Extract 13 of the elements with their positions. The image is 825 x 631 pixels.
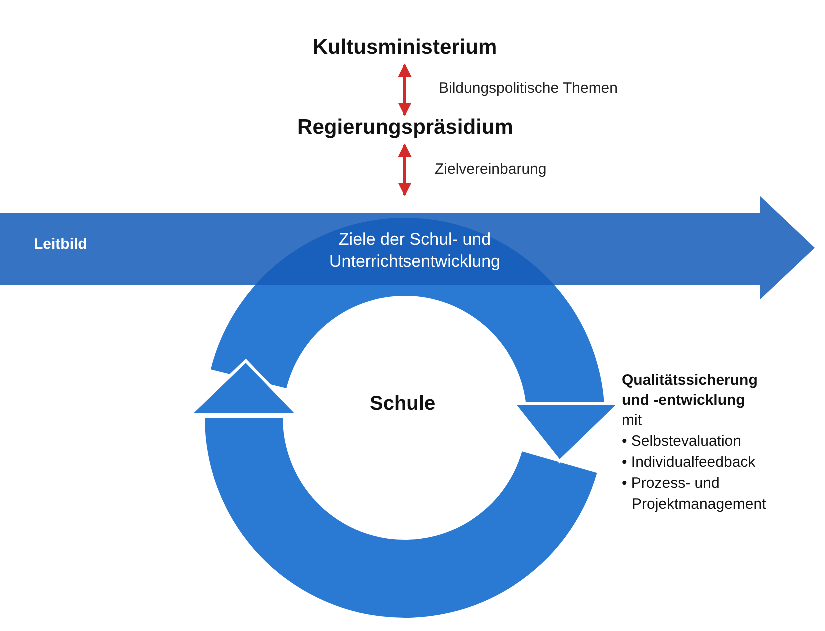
bullet-item: • Selbstevaluation [622, 432, 742, 452]
organization-label: Kultusministerium [312, 36, 498, 60]
intro-text: mit [622, 411, 643, 431]
band-label: Leitbild [34, 236, 88, 253]
edge-label: Zielvereinbarung [433, 161, 549, 178]
center-label: Schule [370, 393, 436, 416]
bullet-item: • Individualfeedback [622, 453, 757, 473]
double-arrow [398, 64, 412, 116]
edge-label: Bildungspolitische Themen [437, 80, 620, 97]
organization-label: Regierungspräsidium [296, 116, 514, 140]
double-arrow [398, 144, 412, 196]
bullet-item: • Prozess- und Projektmanagement [622, 474, 768, 515]
band-text: Ziele der Schul- und Unterrichtsentwicklung [328, 229, 502, 273]
